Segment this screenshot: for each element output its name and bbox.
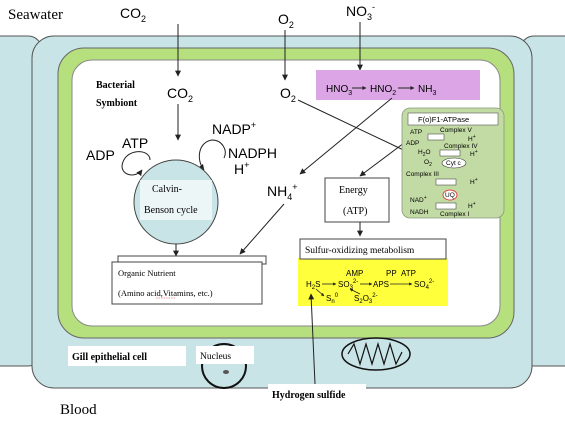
sn-label: Sn0 [326, 293, 339, 305]
nadp-nadph-loop-arrow [198, 139, 226, 171]
so4-label: SO42- [414, 279, 434, 291]
s2o3-label: S2O32- [354, 293, 378, 305]
bacterial-label: Bacterial [96, 80, 135, 91]
amp-label: AMP [346, 269, 363, 278]
gill-cell-label-box [68, 346, 186, 366]
sulfur-pathway-panel [298, 258, 448, 306]
atpase-panel: F(o)F1-ATPase ATP Complex V H+ ADP Compl… [401, 107, 505, 219]
h2s-label: H2S [306, 280, 320, 291]
mitochondrion-icon [341, 337, 411, 371]
calvin-line2: Benson cycle [144, 205, 198, 216]
nh4-to-organic-arrow [239, 203, 285, 255]
organic-line2: (Amino acid,Vitamins, etc.) [118, 288, 213, 298]
atpase-to-energy-arrow [359, 139, 409, 177]
complex-i-label: Complex I [440, 211, 469, 218]
hydrogen-sulfide-arrow [308, 293, 316, 385]
complex-i-hplus: H+ [468, 201, 476, 210]
nadph-label: NADPH [228, 145, 277, 161]
atpase-title: F(o)F1-ATPase [418, 115, 469, 124]
complex-iv-label: Complex IV [444, 143, 478, 150]
calvin-label-box [140, 180, 212, 220]
energy-box [324, 177, 390, 223]
h-plus-nadph-label: H+ [234, 160, 249, 177]
atpase-atp-label: ATP [410, 129, 422, 136]
energy-line1: Energy [339, 185, 368, 196]
s2o3-to-so3-arrow [349, 288, 361, 295]
sulfur-pathway: AMP PP ATP H2S SO32- APS SO42- Sn0 S2O32… [306, 269, 434, 305]
sulfur-metabolism-box [299, 238, 447, 260]
so3-label: SO32- [338, 279, 358, 291]
atpase-title-box [407, 112, 499, 126]
nucleus-label: Nucleus [200, 352, 231, 362]
pp-label: PP [386, 269, 397, 278]
complex-iii-box [435, 178, 457, 186]
aps-label: APS [373, 280, 389, 289]
uq-oval [442, 189, 458, 201]
seawater-label: Seawater [8, 7, 63, 23]
sulfur-metabolism-label: Sulfur-oxidizing metabolism [305, 245, 415, 256]
hydrogen-sulfide-label: Hydrogen sulfide [272, 390, 346, 401]
co2-inner-label: CO2 [167, 85, 193, 104]
atpase-h2o-label: H2O [418, 149, 431, 158]
adp-calvin-label: ADP [86, 147, 115, 163]
complex-iv-hplus: H+ [470, 149, 478, 158]
hno3-label: HNO3 [326, 84, 352, 97]
atpase-adp-label: ADP [406, 140, 419, 147]
nitrate-reduction-panel [316, 70, 480, 100]
uq-label: UQ [445, 192, 455, 199]
complex-i-box [435, 202, 457, 210]
cyt-c-label: Cyt c [446, 160, 462, 167]
complex-v-label: Complex V [440, 127, 472, 134]
hydrogen-sulfide-label-box [268, 384, 366, 404]
cyt-c-oval [441, 157, 467, 169]
atp-calvin-label: ATP [122, 135, 148, 151]
symbiont-label: Symbiont [96, 98, 138, 109]
nucleus-label-box [196, 346, 254, 364]
nh4-label: NH4+ [267, 182, 298, 202]
nh3-to-nh4-arrow [299, 97, 393, 175]
no3-seawater-label: NO3- [346, 2, 375, 22]
nadp-label: NADP+ [212, 120, 256, 137]
complex-iv-box [439, 149, 461, 157]
o2-seawater-label: O2 [278, 11, 294, 30]
nh3-label: NH3 [418, 84, 436, 97]
co2-seawater-label: CO2 [120, 5, 146, 24]
organic-nutrient-box [111, 261, 263, 305]
energy-line2: (ATP) [343, 206, 367, 217]
hno2-label: HNO2 [370, 84, 396, 97]
calvin-line1: Calvin- [152, 184, 182, 195]
complex-iii-label: Complex III [406, 171, 439, 178]
complex-v-box [427, 133, 445, 141]
h2s-to-sn-arrow [315, 288, 325, 297]
blood-label: Blood [60, 402, 97, 418]
gill-cell-label: Gill epithelial cell [72, 352, 147, 363]
complex-v-hplus: H+ [468, 134, 476, 143]
complex-iii-hplus: H+ [470, 177, 478, 186]
atp-sulfur-label: ATP [401, 269, 416, 278]
atpase-o2-label: O2 [424, 159, 432, 168]
nucleolus [223, 370, 229, 374]
o2-inner-label: O2 [280, 85, 296, 104]
atpase-nadh-label: NADH [410, 209, 429, 216]
organic-line1: Organic Nutrient [118, 268, 176, 278]
atp-adp-loop-arrow [121, 151, 151, 177]
atpase-nad-label: NAD+ [410, 195, 427, 204]
